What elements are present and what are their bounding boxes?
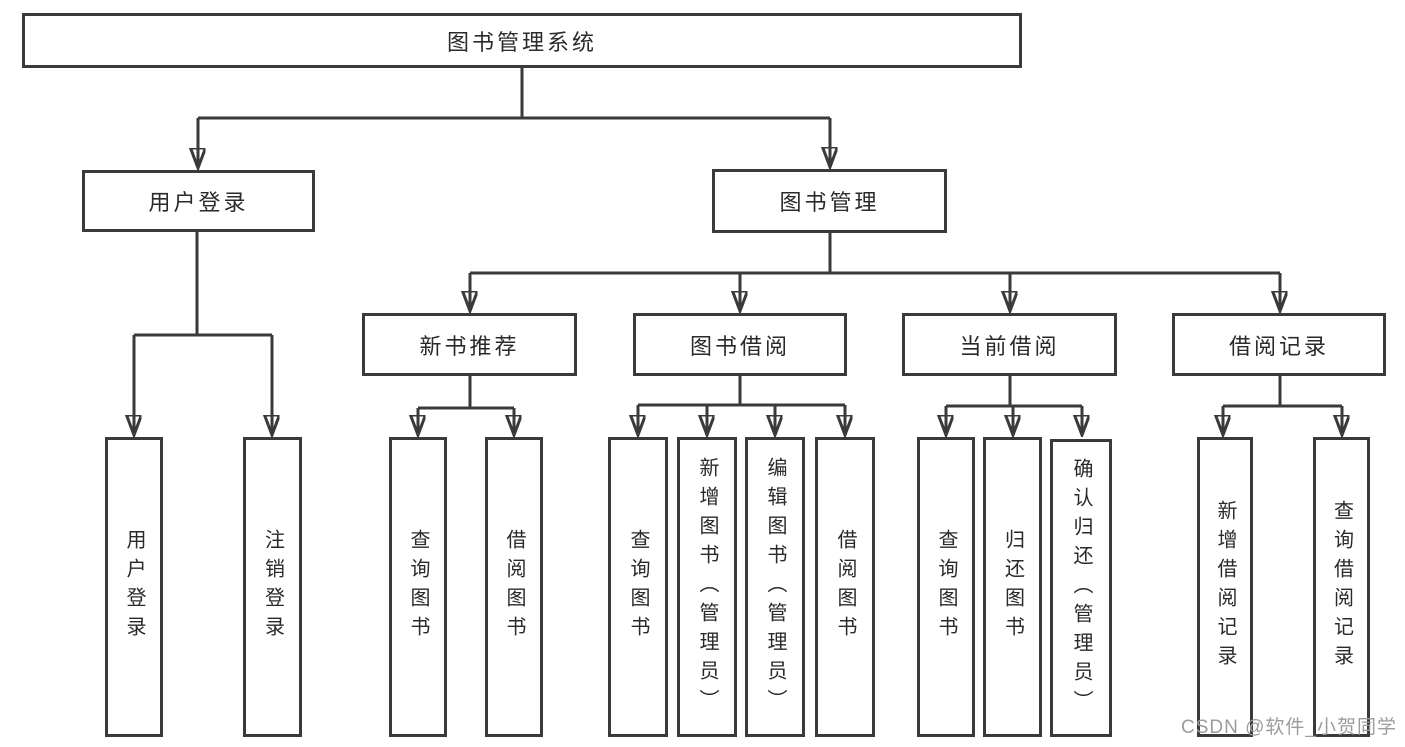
node-root-label: 图书管理系统 bbox=[446, 29, 597, 55]
leaf-borrow-borrow-label: 借阅图书 bbox=[834, 529, 856, 645]
leaf-borrow-query: 查询图书 bbox=[608, 437, 668, 737]
leaf-newbook-borrow: 借阅图书 bbox=[485, 437, 543, 737]
node-borrow-record: 借阅记录 bbox=[1172, 313, 1386, 376]
leaf-user-login: 用户登录 bbox=[105, 437, 163, 737]
leaf-record-add-label: 新增借阅记录 bbox=[1214, 500, 1236, 674]
node-user-login-label: 用户登录 bbox=[148, 190, 249, 215]
node-borrow-record-label: 借阅记录 bbox=[1228, 333, 1329, 359]
node-book-borrow: 图书借阅 bbox=[633, 313, 847, 376]
leaf-current-query: 查询图书 bbox=[917, 437, 975, 737]
leaf-current-return-label: 归还图书 bbox=[1001, 529, 1024, 645]
leaf-logout-label: 注销登录 bbox=[261, 529, 284, 645]
leaf-user-login-label: 用户登录 bbox=[123, 529, 145, 645]
leaf-borrow-borrow: 借阅图书 bbox=[815, 437, 875, 737]
connector-borrow-record-trunk bbox=[1223, 376, 1342, 408]
leaf-logout: 注销登录 bbox=[243, 437, 302, 737]
leaf-record-add: 新增借阅记录 bbox=[1197, 437, 1253, 737]
leaf-borrow-edit-label: 编辑图书（管理员） bbox=[764, 456, 786, 718]
leaf-newbook-query-label: 查询图书 bbox=[407, 529, 429, 645]
leaf-record-query: 查询借阅记录 bbox=[1313, 437, 1370, 737]
node-new-book-recommend-label: 新书推荐 bbox=[419, 333, 520, 359]
node-book-borrow-label: 图书借阅 bbox=[689, 333, 790, 359]
connector-root-trunk bbox=[198, 68, 830, 120]
connector-book-management-trunk bbox=[470, 233, 1280, 275]
leaf-borrow-query-label: 查询图书 bbox=[627, 529, 649, 645]
connector-book-borrow-trunk bbox=[638, 376, 845, 407]
node-user-login: 用户登录 bbox=[82, 170, 315, 232]
leaf-borrow-add: 新增图书（管理员） bbox=[677, 437, 737, 737]
node-current-borrow-label: 当前借阅 bbox=[959, 333, 1060, 359]
connector-new-book-trunk bbox=[418, 376, 514, 410]
node-current-borrow: 当前借阅 bbox=[902, 313, 1117, 376]
node-book-management: 图书管理 bbox=[712, 169, 947, 233]
leaf-newbook-borrow-label: 借阅图书 bbox=[503, 529, 525, 645]
leaf-borrow-edit: 编辑图书（管理员） bbox=[745, 437, 805, 737]
watermark: CSDN @软件_小贺同学 bbox=[1181, 717, 1397, 738]
leaf-record-query-label: 查询借阅记录 bbox=[1330, 500, 1353, 674]
leaf-current-confirm: 确认归还（管理员） bbox=[1050, 439, 1112, 737]
connector-user-login-trunk bbox=[134, 232, 272, 337]
leaf-newbook-query: 查询图书 bbox=[389, 437, 447, 737]
leaf-borrow-add-label: 新增图书（管理员） bbox=[696, 456, 718, 718]
connector-current-borrow-trunk bbox=[946, 376, 1082, 408]
node-book-management-label: 图书管理 bbox=[779, 190, 880, 215]
node-root: 图书管理系统 bbox=[22, 13, 1022, 68]
leaf-current-query-label: 查询图书 bbox=[935, 529, 957, 645]
node-new-book-recommend: 新书推荐 bbox=[362, 313, 577, 376]
leaf-current-confirm-label: 确认归还（管理员） bbox=[1070, 457, 1092, 719]
leaf-current-return: 归还图书 bbox=[983, 437, 1042, 737]
